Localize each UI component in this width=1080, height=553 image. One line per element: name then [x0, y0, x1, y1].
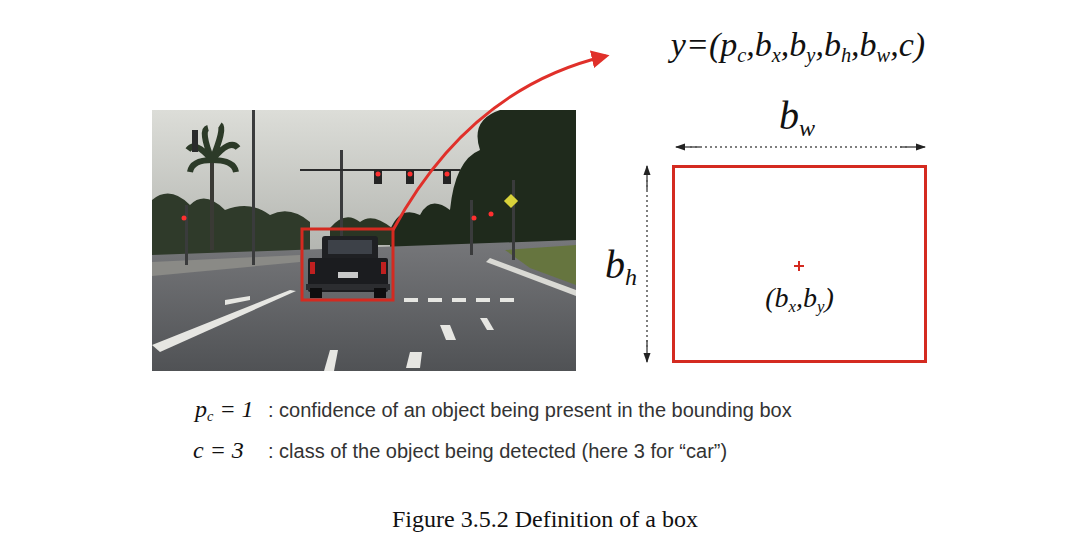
- dimension-line: [646, 180, 648, 350]
- dimension-arrow: [900, 146, 925, 148]
- definition-text: : class of the object being detected (he…: [268, 440, 727, 463]
- subscript: y: [806, 45, 815, 67]
- figure-caption: Figure 3.5.2 Definition of a box: [392, 506, 698, 534]
- street-photo: [152, 110, 576, 371]
- dimension-arrow: [646, 340, 648, 362]
- math-label: bw: [779, 93, 815, 139]
- subscript: w: [877, 45, 891, 67]
- subscript: w: [799, 115, 815, 141]
- math-label: pc = 1: [195, 396, 254, 424]
- pointer-arrow: [393, 56, 606, 230]
- math-label: bh: [605, 242, 637, 288]
- subscript: c: [737, 45, 746, 67]
- bounding-box: (bx,by): [672, 165, 927, 363]
- formula: y=(pc,bx,by,bh,bw,c): [671, 25, 925, 64]
- subscript: h: [841, 45, 851, 67]
- dimension-line: [690, 146, 910, 148]
- subscript: h: [625, 264, 637, 290]
- center-label: (bx,by): [675, 282, 924, 314]
- center-cross: [794, 261, 804, 271]
- subscript: x: [772, 45, 781, 67]
- subscript: c: [207, 409, 213, 425]
- math-label: c = 3: [193, 437, 244, 465]
- definition-text: : confidence of an object being present …: [268, 399, 792, 422]
- subscript: x: [789, 297, 796, 316]
- subscript: y: [817, 297, 824, 316]
